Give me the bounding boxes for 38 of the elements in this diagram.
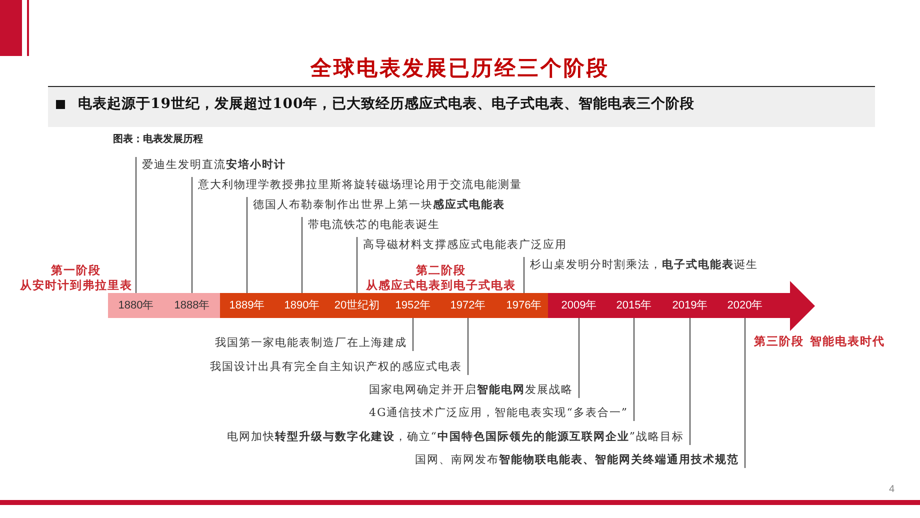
timeline-segment — [108, 293, 220, 318]
year-label: 2020年 — [727, 299, 763, 312]
event-note: 德国人布勒泰制作出世界上第一块感应式电能表 — [247, 197, 505, 213]
stage-heading: 智能电表时代 — [810, 334, 885, 348]
stage-heading: 第一阶段 — [51, 263, 101, 277]
year-label: 2019年 — [672, 299, 708, 312]
timeline-arrow — [548, 281, 815, 331]
stage-heading: 从安时计到弗拉里表 — [20, 278, 132, 292]
year-label: 20世纪初 — [334, 299, 380, 312]
event-note: 带电流铁芯的电能表诞生 — [302, 217, 440, 233]
year-label: 1889年 — [229, 299, 265, 312]
stage-heading: 第二阶段 — [416, 263, 466, 277]
year-label: 1888年 — [174, 299, 210, 312]
year-label: 1952年 — [395, 299, 431, 312]
timeline-segment — [220, 293, 548, 318]
event-note: 电网加快转型升级与数字化建设，确立“中国特色国际领先的能源互联网企业”战略目标 — [226, 429, 690, 445]
event-note: 4G通信技术广泛应用，智能电表实现“多表合一” — [368, 405, 634, 421]
page-number: 4 — [889, 484, 895, 496]
year-label: 1880年 — [118, 299, 154, 312]
page-title: 全球电表发展已历经三个阶段 — [310, 54, 610, 82]
year-label: 1972年 — [450, 299, 486, 312]
stage-heading: 第三阶段 — [754, 334, 804, 348]
event-note: 我国设计出具有完全自主知识产权的感应式电表 — [210, 359, 468, 375]
year-label: 1890年 — [284, 299, 320, 312]
year-label: 2015年 — [616, 299, 652, 312]
summary-banner — [48, 86, 875, 127]
event-note: 意大利物理学教授弗拉里斯将旋转磁场理论用于交流电能测量 — [192, 177, 522, 193]
event-note: 杉山桌发明分时割乘法，电子式电能表诞生 — [524, 257, 758, 273]
stage-heading: 从感应式电表到电子式电表 — [366, 278, 516, 292]
summary-text: 电表起源于19世纪，发展超过100年，已大致经历感应式电表、电子式电表、智能电表三个阶段 — [78, 95, 695, 113]
event-note: 我国第一家电能表制造厂在上海建成 — [215, 335, 413, 351]
event-note: 国家电网确定并开启智能电网发展战略 — [369, 382, 579, 398]
figure-caption: 图表：电表发展历程 — [113, 133, 203, 146]
year-label: 1976年 — [506, 299, 542, 312]
event-note: 高导磁材料支撑感应式电能表广泛应用 — [357, 237, 567, 253]
year-label: 2009年 — [561, 299, 597, 312]
event-note: 爱迪生发明直流安培小时计 — [136, 157, 286, 173]
event-note: 国网、南网发布智能物联电能表、智能网关终端通用技术规范 — [415, 452, 745, 468]
